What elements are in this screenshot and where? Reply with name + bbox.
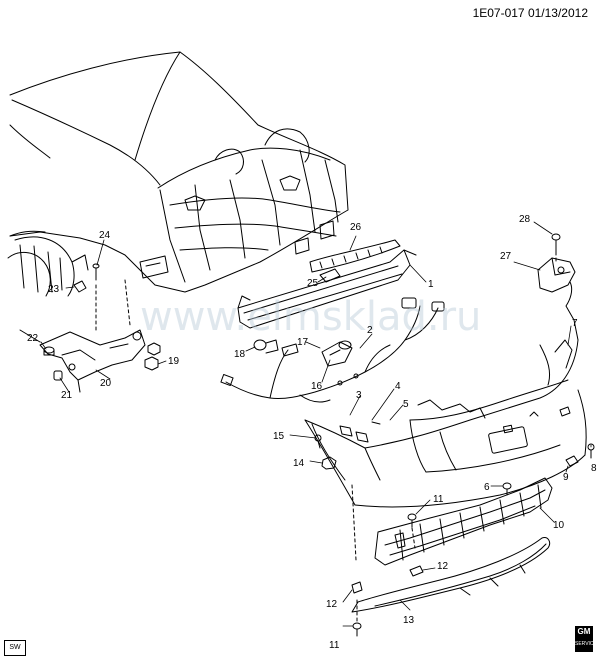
gm-logo-text: GM: [577, 627, 591, 636]
callout-17: 17: [297, 337, 309, 348]
bumper-fascia-5: [304, 281, 587, 508]
deflector-13: [351, 537, 551, 613]
callout-16: 16: [311, 381, 323, 392]
callout-27: 27: [500, 251, 512, 262]
leader-lines: [40, 221, 592, 627]
callout-14: 14: [293, 458, 305, 469]
callout-3: 3: [356, 390, 362, 401]
diagram-code: 1E07-017 01/13/2012: [472, 6, 588, 20]
clip-23: [73, 280, 87, 293]
callout-12-upper: 12: [437, 561, 449, 572]
bolt-8: [587, 443, 595, 459]
lower-fascia-10: [374, 477, 553, 566]
bracket-20: [39, 329, 146, 393]
clip-12a: [409, 565, 424, 577]
gm-logo: GM SERVICE: [575, 626, 597, 652]
callout-23: 23: [48, 284, 60, 295]
clip-12b: [351, 581, 363, 594]
screw-11a: [407, 513, 417, 528]
callout-9: 9: [563, 472, 569, 483]
fastener-22: [43, 346, 55, 356]
screw-11b: [352, 622, 362, 637]
callout-11-upper: 11: [433, 494, 444, 505]
bracket-27: [537, 257, 576, 293]
callout-20: 20: [100, 378, 112, 389]
clip-25: [319, 268, 341, 283]
wiring-harness-2: [220, 297, 445, 403]
impact-bar-1: [237, 249, 417, 329]
watermark-text: www.elmsklad.ru: [140, 294, 481, 340]
callout-6: 6: [484, 482, 490, 493]
callout-2: 2: [367, 325, 373, 336]
callout-24: 24: [99, 230, 111, 241]
sw-label: SW: [4, 640, 26, 656]
callout-11-lower: 11: [329, 640, 340, 651]
callout-numbers: 1 2 3 4 5 6 7 8 9 10 11 11 12 12 13 14 1…: [27, 214, 597, 651]
callout-7: 7: [572, 318, 578, 329]
nut-21: [53, 370, 63, 381]
absorber-26: [309, 239, 401, 273]
callout-15: 15: [273, 431, 285, 442]
callout-12-lower: 12: [326, 599, 338, 610]
sensor-17: [338, 340, 352, 350]
callout-25: 25: [307, 278, 319, 289]
callout-26: 26: [350, 222, 362, 233]
bolt-28: [551, 233, 561, 253]
gm-logo-subtext: SERVICE: [575, 641, 597, 647]
callout-21: 21: [61, 390, 73, 401]
callout-28: 28: [519, 214, 531, 225]
retainer-6: [502, 482, 512, 496]
nut-19: [144, 356, 159, 371]
callout-4: 4: [395, 381, 401, 392]
callout-18: 18: [234, 349, 246, 360]
sensor-18: [253, 339, 279, 354]
callout-1: 1: [428, 279, 434, 290]
callout-19: 19: [168, 356, 180, 367]
callout-13: 13: [403, 615, 415, 626]
sensor-bracket-16: [321, 341, 353, 367]
callout-8: 8: [591, 463, 597, 474]
callout-10: 10: [553, 520, 565, 531]
nut-19b: [147, 342, 161, 356]
callout-5: 5: [403, 399, 409, 410]
bolt-24: [92, 263, 100, 281]
callout-22: 22: [27, 333, 39, 344]
car-body: [7, 51, 349, 297]
nut-14: [321, 456, 337, 470]
nut-9: [565, 455, 579, 467]
